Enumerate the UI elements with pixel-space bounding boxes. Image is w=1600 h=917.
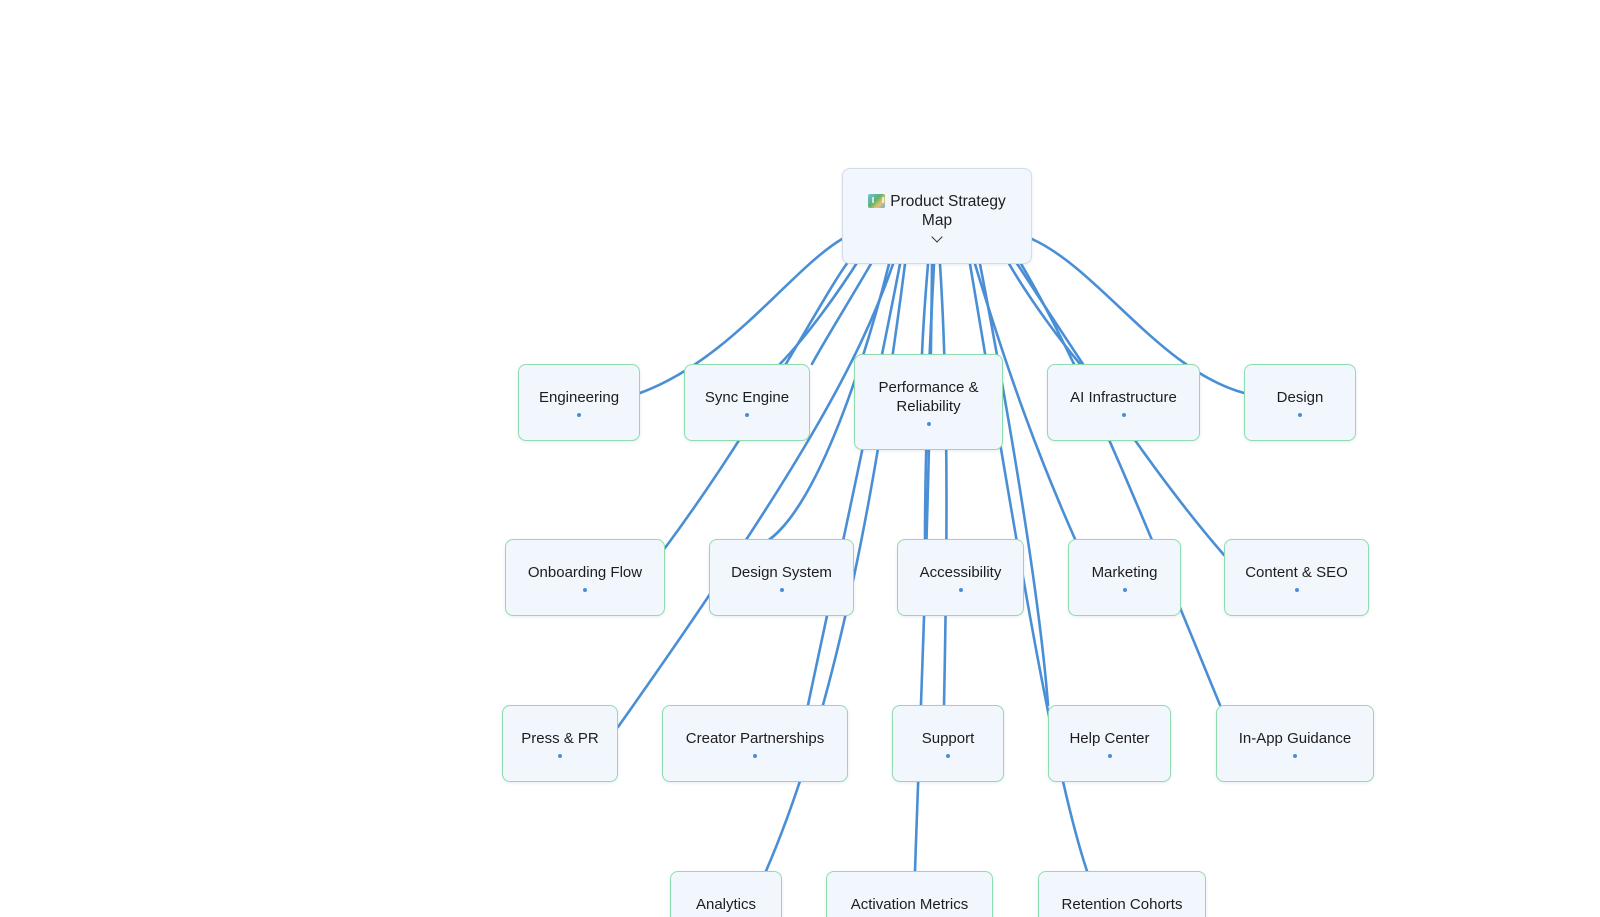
child-indicator-dot	[1298, 413, 1302, 417]
edge-root-creator-partnerships	[806, 262, 902, 707]
node-label: Press & PR	[521, 730, 599, 747]
child-indicator-dot	[926, 422, 931, 426]
node-label: In-App Guidance	[1238, 730, 1352, 747]
node-label: Design System	[731, 564, 832, 581]
node-label: AI Infrastructure	[1070, 389, 1177, 406]
world-map-icon	[868, 193, 886, 208]
root-title-row: Product Strategy Map	[843, 192, 1031, 230]
child-indicator-dot	[745, 413, 749, 417]
node-accessibility[interactable]: Accessibility	[897, 539, 1024, 616]
child-indicator-dot	[1293, 754, 1297, 758]
edge-root-in-app-guidance	[1018, 260, 1222, 707]
node-content-seo[interactable]: Content & SEO	[1224, 539, 1369, 616]
child-indicator-dot	[577, 413, 581, 417]
node-label: Analytics	[695, 896, 757, 913]
node-label: Engineering	[538, 389, 620, 406]
edge-root-design	[1030, 237, 1246, 395]
edge-root-engineering	[638, 237, 844, 395]
node-design-system[interactable]: Design System	[709, 539, 854, 616]
node-design[interactable]: Design	[1244, 364, 1356, 441]
child-indicator-dot	[1107, 754, 1112, 758]
child-indicator-dot	[583, 588, 587, 592]
node-label: Marketing	[1091, 564, 1158, 581]
node-creator-partnerships[interactable]: Creator Partnerships	[662, 705, 848, 782]
root-title: Product Strategy Map	[890, 192, 1006, 229]
node-activation-metrics[interactable]: Activation Metrics	[826, 871, 993, 917]
child-indicator-dot	[1294, 588, 1299, 592]
root-node-product-strategy-map[interactable]: Product Strategy Map	[842, 168, 1032, 264]
node-sync-engine[interactable]: Sync Engine	[684, 364, 810, 441]
child-indicator-dot	[753, 754, 757, 758]
node-label: Accessibility	[919, 564, 1002, 581]
node-performance-reliability[interactable]: Performance & Reliability	[854, 354, 1003, 450]
node-marketing[interactable]: Marketing	[1068, 539, 1181, 616]
child-indicator-dot	[958, 588, 963, 592]
node-in-app-guidance[interactable]: In-App Guidance	[1216, 705, 1374, 782]
child-indicator-dot	[946, 754, 950, 758]
node-label: Content & SEO	[1245, 564, 1348, 581]
edge-root-help-center	[978, 262, 1050, 707]
edge-root-ai-infrastructure	[1006, 260, 1082, 366]
node-label: Creator Partnerships	[685, 730, 825, 747]
child-indicator-dot	[779, 588, 784, 592]
edge-root-support	[938, 262, 948, 707]
node-label: Activation Metrics	[850, 896, 969, 913]
node-analytics[interactable]: Analytics	[670, 871, 782, 917]
node-label: Support	[921, 730, 975, 747]
node-label: Sync Engine	[704, 389, 790, 406]
node-engineering[interactable]: Engineering	[518, 364, 640, 441]
node-press-pr[interactable]: Press & PR	[502, 705, 618, 782]
child-indicator-dot	[558, 754, 562, 758]
edge-root-performance-reliability	[920, 262, 930, 356]
node-ai-infrastructure[interactable]: AI Infrastructure	[1047, 364, 1200, 441]
node-label: Help Center	[1069, 730, 1150, 747]
child-indicator-dot	[1121, 413, 1126, 417]
node-label: Onboarding Flow	[527, 564, 643, 581]
edge-root-sync-engine	[778, 256, 862, 366]
child-indicator-dot	[1122, 588, 1127, 592]
node-label: Retention Cohorts	[1061, 896, 1183, 913]
node-support[interactable]: Support	[892, 705, 1004, 782]
edge-root-sync-engine-2	[810, 260, 874, 366]
node-onboarding-flow[interactable]: Onboarding Flow	[505, 539, 665, 616]
node-help-center[interactable]: Help Center	[1048, 705, 1171, 782]
node-retention-cohorts[interactable]: Retention Cohorts	[1038, 871, 1206, 917]
chevron-down-icon[interactable]	[931, 230, 943, 243]
node-label: Performance & Reliability	[878, 379, 979, 415]
node-label: Design	[1276, 389, 1324, 406]
